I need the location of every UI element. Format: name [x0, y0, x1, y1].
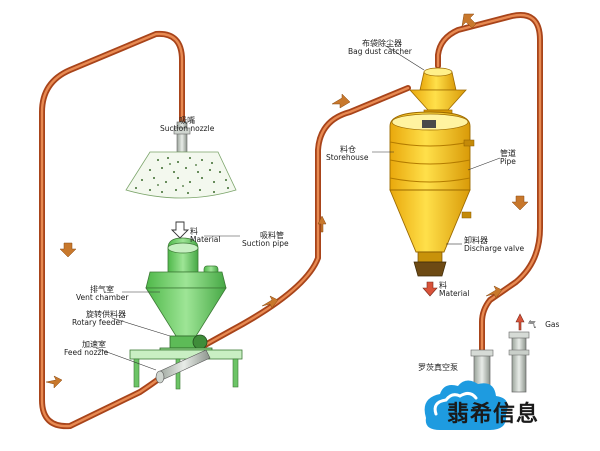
material-out-label: 料 Material [439, 281, 470, 299]
feed-nozzle-label: 加速室 Feed nozzle [64, 340, 109, 358]
material-out-arrow-icon [422, 281, 438, 297]
arrow-icon [511, 195, 529, 211]
arrow-icon [317, 215, 327, 233]
storehouse-label: 料仓 Storehouse [326, 145, 369, 163]
watermark-logo [424, 380, 508, 430]
material-arrows [170, 221, 525, 331]
watermark-text: 翡希信息 [447, 402, 540, 427]
gas-arrow-icon [515, 313, 525, 331]
leader-lines [95, 45, 501, 371]
vent-chamber-label: 排气室 Vent chamber [76, 285, 129, 303]
gas-label: 气 Gas [528, 320, 560, 329]
material-in-label: 料 Material [190, 227, 221, 245]
storehouse [389, 67, 475, 277]
bag-dust-catcher-label: 布袋除尘器 Bag dust catcher [348, 39, 412, 57]
flow-arrows [45, 13, 529, 389]
arrow-icon [261, 295, 279, 309]
return-pipe [435, 12, 543, 359]
arrow-icon [45, 375, 63, 389]
material-pile [125, 151, 237, 199]
suction-pipe-label: 吸料管 Suction pipe [242, 231, 289, 249]
arrow-icon [59, 242, 77, 258]
vacuum-pump [470, 331, 530, 395]
arrow-icon [331, 93, 351, 109]
rotary-feeder-label: 旋转供料器 Rotary feeder [72, 310, 126, 328]
material-in-arrow-icon [170, 221, 190, 239]
main-pipe [39, 30, 185, 430]
suction-nozzle-label: 吸嘴 Suction nozzle [160, 116, 215, 134]
arrow-icon [485, 285, 503, 299]
arrow-icon [461, 13, 477, 29]
roots-pump-label: 罗茨真空泵 [418, 363, 458, 372]
suction-pipe [202, 85, 411, 348]
discharge-valve-label: 卸料器 Discharge valve [464, 236, 525, 254]
feeder-assembly [129, 237, 243, 390]
pipe-label: 管道 Pipe [500, 149, 516, 167]
